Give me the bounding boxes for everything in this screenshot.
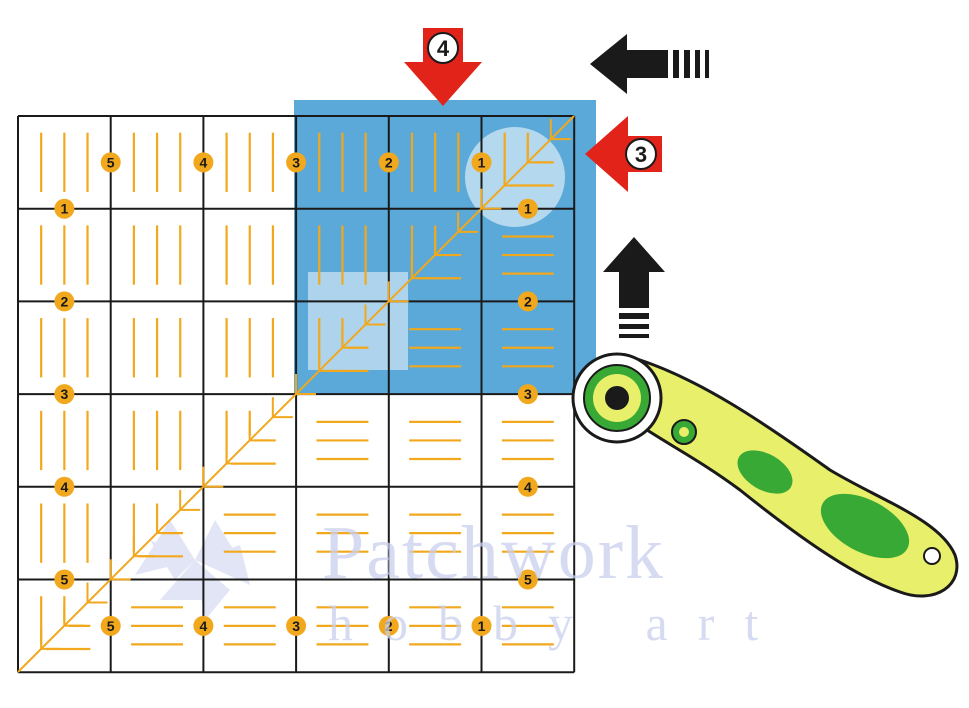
svg-text:4: 4 — [60, 479, 68, 495]
ruler-number-top: 1 — [471, 152, 492, 173]
rotary-cutter-icon — [571, 352, 959, 598]
watermark-line1: Patchwork — [322, 511, 665, 595]
ruler-number-right: 4 — [517, 476, 538, 497]
svg-text:1: 1 — [478, 618, 486, 634]
ruler-number-right: 3 — [517, 384, 538, 405]
watermark-line2: hobby art — [328, 595, 788, 651]
highlight-square — [308, 272, 408, 370]
ruler-number-bottom: 5 — [100, 615, 121, 636]
direction-arrow-left-icon — [590, 34, 709, 94]
highlight-circle — [465, 127, 565, 227]
svg-text:2: 2 — [524, 293, 532, 309]
watermark-star-icon — [135, 520, 250, 620]
svg-text:3: 3 — [292, 154, 300, 170]
step-arrow-left-icon: 3 — [585, 116, 662, 192]
step-label-top: 4 — [437, 36, 450, 61]
ruler-number-left: 2 — [54, 291, 75, 312]
svg-text:3: 3 — [60, 386, 68, 402]
svg-text:4: 4 — [524, 479, 532, 495]
svg-text:5: 5 — [524, 572, 532, 588]
svg-text:2: 2 — [60, 293, 68, 309]
svg-text:4: 4 — [200, 618, 208, 634]
diagonal-ticks — [40, 119, 571, 650]
ruler-number-left: 3 — [54, 384, 75, 405]
ruler-number-bottom: 2 — [378, 615, 399, 636]
ruler-number-bottom: 1 — [471, 615, 492, 636]
ruler-number-top: 5 — [100, 152, 121, 173]
ruler-number-left: 5 — [54, 569, 75, 590]
ruler-number-bottom: 4 — [193, 615, 214, 636]
svg-text:5: 5 — [60, 572, 68, 588]
ruler-number-right: 5 — [517, 569, 538, 590]
ruler-number-top: 2 — [378, 152, 399, 173]
ruler-number-right: 2 — [517, 291, 538, 312]
svg-text:2: 2 — [385, 154, 393, 170]
ruler-number-left: 4 — [54, 476, 75, 497]
svg-text:1: 1 — [478, 154, 486, 170]
ruler-number-top: 3 — [286, 152, 307, 173]
ruler-number-left: 1 — [54, 198, 75, 219]
svg-text:3: 3 — [524, 386, 532, 402]
ruler-number-right: 1 — [517, 198, 538, 219]
svg-text:5: 5 — [107, 618, 115, 634]
direction-arrow-up-icon — [603, 237, 665, 338]
ruler-number-bottom: 3 — [286, 615, 307, 636]
ruler-number-badges: 5 4 3 2 1 5 4 3 2 1 1 2 3 4 5 1 2 3 4 5 — [54, 152, 538, 636]
svg-text:1: 1 — [524, 201, 532, 217]
svg-text:1: 1 — [60, 201, 68, 217]
step-label-right: 3 — [635, 142, 647, 167]
svg-text:5: 5 — [107, 154, 115, 170]
svg-text:2: 2 — [385, 618, 393, 634]
svg-text:3: 3 — [292, 618, 300, 634]
step-arrow-down-icon: 4 — [404, 28, 482, 106]
svg-text:4: 4 — [200, 154, 208, 170]
ruler-number-top: 4 — [193, 152, 214, 173]
